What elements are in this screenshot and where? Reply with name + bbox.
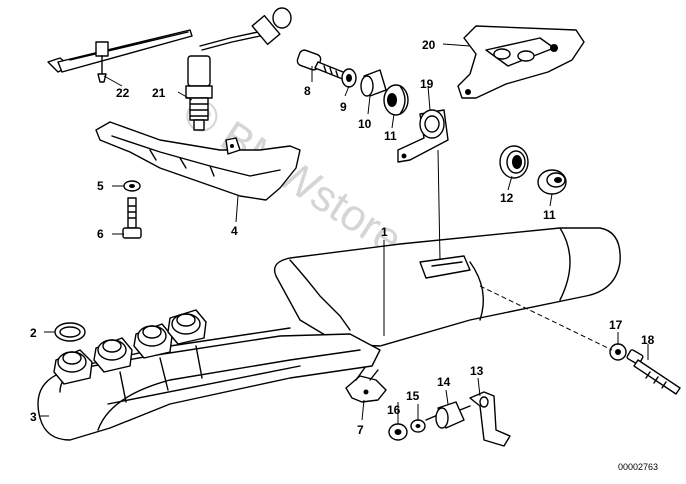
callout-8: 8 xyxy=(304,84,311,98)
rear-silencer-part-1[interactable] xyxy=(273,227,621,347)
callout-11-lower: 11 xyxy=(543,208,556,222)
callout-18: 18 xyxy=(641,333,655,347)
callout-9: 9 xyxy=(340,100,347,114)
callout-2: 2 xyxy=(30,326,37,340)
callout-16: 16 xyxy=(387,403,401,417)
exhaust-manifold xyxy=(37,309,381,441)
mounting-plate-part-7[interactable] xyxy=(345,365,387,403)
rubber-mount-part-11-lower[interactable] xyxy=(537,169,567,195)
bolt-part-8[interactable] xyxy=(296,49,349,81)
bracket-part-19[interactable] xyxy=(397,109,449,163)
oxygen-sensor-part[interactable] xyxy=(185,7,292,131)
callout-20: 20 xyxy=(422,38,436,52)
document-number: 00002763 xyxy=(618,462,658,472)
callout-3: 3 xyxy=(30,410,37,424)
callout-11-upper: 11 xyxy=(384,129,397,143)
leader-lines xyxy=(40,43,649,424)
screw-part-6[interactable] xyxy=(122,197,142,239)
grommet-part-12[interactable] xyxy=(499,145,529,179)
callout-19: 19 xyxy=(420,77,434,91)
callout-17: 17 xyxy=(609,318,623,332)
callout-labels: 22 21 8 9 10 11 19 20 12 11 1 5 6 4 2 3 … xyxy=(30,38,655,437)
grommet-part-17[interactable] xyxy=(609,343,627,361)
callout-21: 21 xyxy=(152,86,166,100)
rubber-buffer-part-14[interactable] xyxy=(425,401,471,429)
gasket-part-2[interactable] xyxy=(54,322,86,342)
bracket-part-13[interactable] xyxy=(469,391,511,447)
sleeve-part-10[interactable] xyxy=(360,69,387,97)
washer-part-9[interactable] xyxy=(341,68,357,88)
bolt-part-18[interactable] xyxy=(626,349,681,395)
callout-12: 12 xyxy=(500,191,514,205)
callout-1: 1 xyxy=(381,225,388,239)
callout-7: 7 xyxy=(357,423,364,437)
hanger-plate-part-20[interactable] xyxy=(457,25,585,99)
cable-tie-part[interactable] xyxy=(47,29,193,83)
callout-6: 6 xyxy=(97,227,104,241)
callout-22: 22 xyxy=(116,86,130,100)
washer-part-15[interactable] xyxy=(410,419,426,433)
callout-4: 4 xyxy=(231,224,238,238)
callout-10: 10 xyxy=(358,117,372,131)
callout-15: 15 xyxy=(406,389,420,403)
nut-part-16[interactable] xyxy=(388,423,408,441)
washer-part-5[interactable] xyxy=(123,180,141,192)
callout-5: 5 xyxy=(97,179,104,193)
callout-13: 13 xyxy=(470,364,484,378)
rubber-mount-part-11-upper[interactable] xyxy=(383,84,409,116)
heat-shield-part-4[interactable] xyxy=(95,121,301,201)
callout-14: 14 xyxy=(437,375,451,389)
